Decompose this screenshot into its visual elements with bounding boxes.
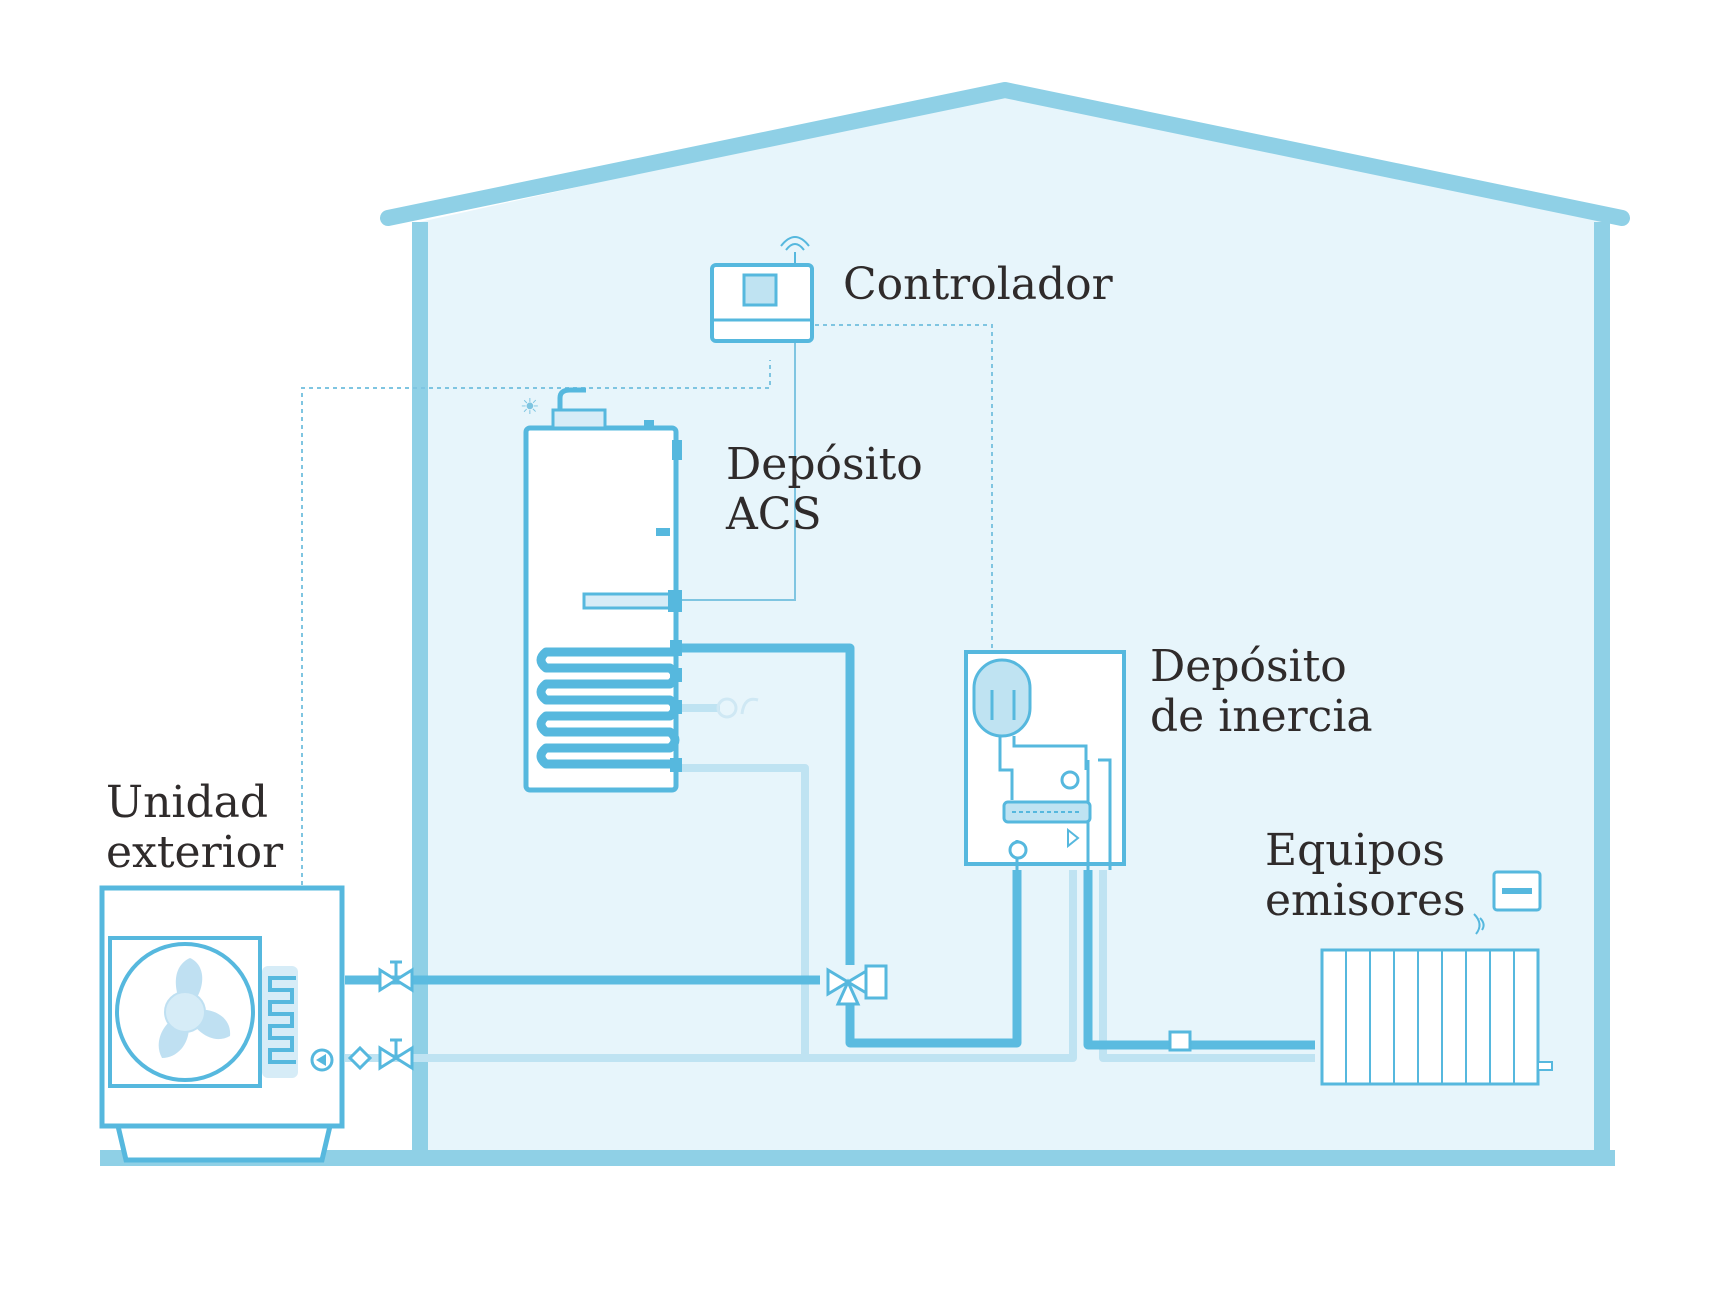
dhw-tank-top-fitting bbox=[551, 408, 607, 430]
heater-connector bbox=[668, 590, 682, 612]
outdoor-unit bbox=[99, 885, 345, 1163]
room-thermostat bbox=[1473, 870, 1542, 935]
house-roof bbox=[380, 82, 1630, 226]
wireless-icon bbox=[1473, 913, 1485, 935]
dhw-aux-valve-icon bbox=[716, 697, 759, 719]
return-pipe-main bbox=[345, 870, 1077, 1062]
label-buffer-tank-line2: de inercia bbox=[1150, 691, 1373, 742]
supply-pipe-buffer bbox=[845, 870, 1022, 1048]
signal-line-outdoor-unit bbox=[301, 360, 771, 885]
heat-exchanger-coil bbox=[268, 976, 296, 1064]
supply-pipes bbox=[345, 643, 1315, 1050]
label-buffer-tank: Depósito de inercia bbox=[1150, 642, 1373, 742]
house-interior bbox=[420, 92, 1602, 1152]
dhw-tank: ☀ bbox=[520, 387, 759, 793]
dhw-tank-valve bbox=[672, 440, 682, 460]
control-signal-lines bbox=[301, 324, 993, 885]
label-controller: Controlador bbox=[843, 260, 1113, 310]
valve-actuator bbox=[864, 964, 888, 1000]
return-pipe-dhw bbox=[678, 764, 809, 1058]
valve-icon bbox=[378, 960, 414, 993]
check-valve-icon bbox=[347, 1045, 373, 1071]
house bbox=[100, 82, 1630, 1166]
radiator bbox=[1168, 948, 1553, 1086]
label-emitters: Equipos emisores bbox=[1265, 826, 1466, 926]
valve-icon bbox=[378, 1038, 414, 1071]
radiator-body bbox=[1320, 948, 1540, 1086]
wifi-icon bbox=[780, 236, 810, 265]
label-dhw-tank-line1: Depósito bbox=[726, 439, 923, 490]
label-controller-text: Controlador bbox=[843, 259, 1113, 310]
tap-icon bbox=[557, 387, 586, 410]
label-dhw-tank: Depósito ACS bbox=[726, 440, 923, 540]
shutoff-valves bbox=[347, 960, 414, 1071]
buffer-tank bbox=[964, 650, 1126, 870]
controller-unit bbox=[710, 236, 814, 343]
three-way-valve bbox=[826, 964, 888, 1006]
supply-pipe-radiator bbox=[1083, 870, 1315, 1050]
immersion-heater bbox=[582, 592, 674, 610]
circulation-pump-icon bbox=[310, 1048, 334, 1072]
label-outdoor-unit-line1: Unidad bbox=[106, 777, 269, 828]
pump-icon bbox=[1008, 770, 1080, 860]
sensor-wire bbox=[678, 340, 796, 601]
safety-valve-icon bbox=[1067, 827, 1080, 849]
dhw-outlet bbox=[644, 420, 654, 430]
return-pipe-radiator bbox=[1099, 870, 1315, 1062]
hot-water-icon: ☀ bbox=[520, 395, 540, 420]
supply-pipe-dhw-coil bbox=[678, 643, 855, 965]
label-emitters-line1: Equipos bbox=[1265, 825, 1445, 876]
radiator-connection bbox=[1168, 1030, 1192, 1052]
label-outdoor-unit: Unidad exterior bbox=[106, 778, 283, 878]
label-buffer-tank-line1: Depósito bbox=[1150, 641, 1347, 692]
expansion-vessel bbox=[972, 658, 1032, 738]
radiator-valve bbox=[1537, 1061, 1553, 1071]
label-emitters-line2: emisores bbox=[1265, 875, 1466, 926]
controller-screen bbox=[742, 273, 778, 307]
label-outdoor-unit-line2: exterior bbox=[106, 827, 284, 878]
return-pipes bbox=[345, 704, 1315, 1062]
dhw-tank-port bbox=[656, 528, 670, 536]
label-dhw-tank-line2: ACS bbox=[726, 489, 822, 540]
fan-icon bbox=[158, 958, 231, 1058]
outdoor-unit-base bbox=[114, 1123, 334, 1163]
signal-line-buffer-tank bbox=[815, 324, 993, 648]
radiator-fins bbox=[1345, 950, 1515, 1084]
